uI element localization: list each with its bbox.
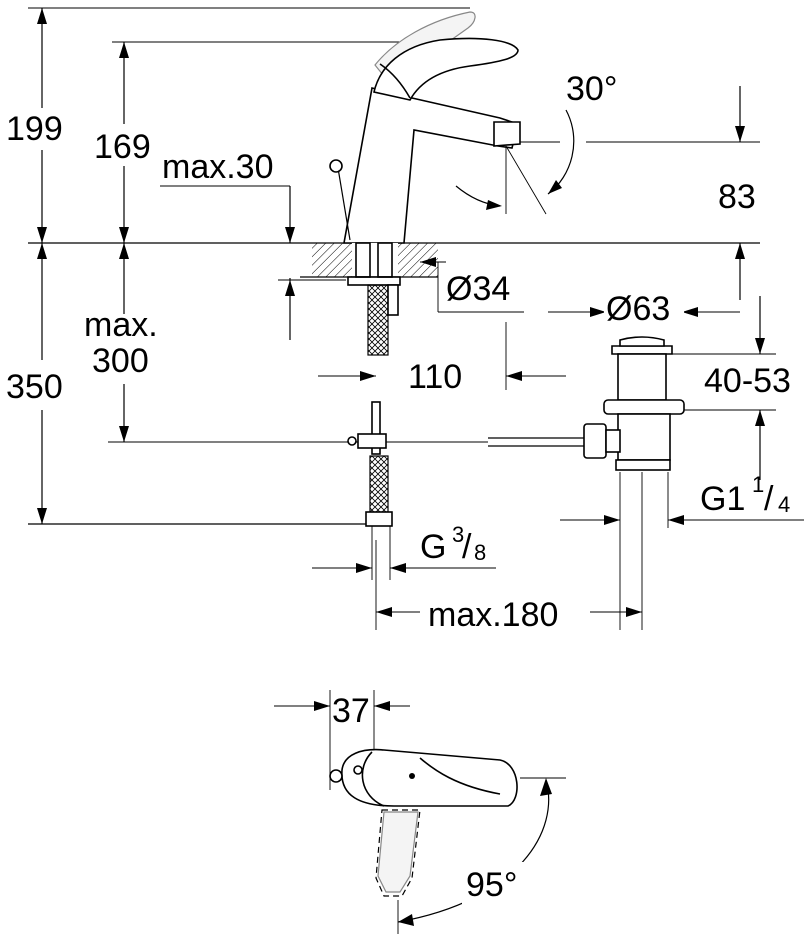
label-angle30: 30°	[566, 70, 617, 108]
mounting-nut	[347, 276, 401, 286]
dim-110-arrow-left	[360, 371, 376, 381]
dim-83-arrow-top	[735, 126, 745, 142]
angle-valve	[357, 433, 387, 449]
label-d63: Ø63	[606, 290, 670, 328]
faucet-body	[343, 87, 519, 244]
angle95-arc	[397, 779, 550, 923]
top-body-curve	[361, 751, 385, 807]
supply-pipe-top	[371, 401, 381, 455]
drain-flange	[603, 399, 685, 415]
drain-plug-top	[611, 345, 673, 355]
top-popup-pin	[353, 765, 363, 775]
label-4053: 40-53	[704, 362, 791, 400]
valve-knob	[347, 436, 357, 446]
drain-side-port	[605, 429, 621, 453]
dim-37-arrow-left	[314, 701, 330, 711]
label-169: 169	[94, 128, 151, 166]
angle30-ray	[505, 145, 547, 215]
label-83: 83	[718, 178, 756, 216]
g38-arrow-left	[356, 563, 372, 573]
dim-199-arrow-top	[37, 8, 47, 24]
top-lever-detail	[419, 757, 501, 795]
dim-350-arrow-bottom	[37, 508, 47, 524]
angle95-arrow-bottom	[398, 914, 414, 926]
label-199: 199	[6, 110, 63, 148]
lever-handle	[373, 37, 519, 101]
d34-arrow	[420, 257, 436, 267]
label-g38-slash: /	[462, 528, 472, 566]
faucet-top-body	[341, 748, 518, 807]
shank-left	[355, 242, 371, 278]
top-aerator-dot	[409, 773, 415, 779]
flex-hose-upper	[367, 284, 389, 356]
label-angle95: 95°	[466, 866, 517, 904]
label-max180: max.180	[428, 596, 558, 634]
hose-connector	[365, 511, 393, 527]
d63-arrow-right	[682, 307, 698, 317]
dim-169-arrow-top	[119, 42, 129, 58]
g38-arrow-right	[390, 563, 406, 573]
max300-arrow-top	[119, 243, 129, 259]
max30-arrow-top	[285, 227, 295, 243]
label-max300-line2: 300	[92, 342, 149, 380]
label-g38-main: G	[420, 528, 446, 566]
dim-83-arrow-bottom	[735, 243, 745, 259]
label-max30: max.30	[162, 148, 274, 186]
label-110: 110	[408, 358, 462, 396]
lever-detail	[379, 63, 411, 99]
max300-arrow-bottom	[119, 426, 129, 442]
flex-hose-lower	[369, 455, 389, 513]
popup-rod	[337, 167, 351, 241]
drain-body-lower	[617, 413, 671, 461]
dim-110-arrow-right	[506, 371, 522, 381]
hose-fitting	[387, 284, 399, 316]
label-g114-den: 4	[778, 492, 790, 517]
dim-199-arrow-bottom	[37, 227, 47, 243]
shank-right	[377, 242, 393, 278]
label-350: 350	[6, 368, 63, 406]
front-elevation: 199 169 max.30 30°	[0, 7, 804, 634]
label-g38-den: 8	[474, 540, 486, 565]
drain-body-upper	[617, 353, 667, 401]
max180-arrow-right	[626, 607, 642, 617]
d63-arrow-left	[590, 307, 606, 317]
angle30-arrow-lower	[486, 200, 502, 210]
label-d34: Ø34	[446, 270, 510, 308]
label-max300-line1: max.	[84, 306, 158, 344]
label-g114-num: 1	[752, 472, 764, 497]
label-37: 37	[332, 692, 370, 730]
dim-37-arrow-right	[374, 701, 390, 711]
label-g114-main: G1	[700, 480, 745, 518]
spout-aerator	[493, 121, 521, 147]
lever-rotated-outline	[375, 809, 421, 897]
g114-arrow-left	[604, 515, 620, 525]
label-g38-num: 3	[452, 522, 464, 547]
label-g114-slash: /	[764, 480, 774, 518]
drain-side-nut	[583, 423, 607, 459]
dim-4053-arrow-top	[755, 338, 765, 354]
dim-4053-arrow-bottom	[755, 410, 765, 426]
drain-tail	[615, 459, 671, 471]
lever-rotated-fill	[377, 811, 419, 893]
top-view: 37 95°	[274, 690, 566, 934]
dim-169-arrow-bottom	[119, 227, 129, 243]
g114-arrow-right	[668, 515, 684, 525]
dim-350-arrow-top	[37, 243, 47, 259]
angle95-arrow-top	[540, 778, 552, 796]
top-popup-knob	[329, 769, 343, 783]
popup-knob	[329, 159, 343, 173]
max180-arrow-left	[376, 607, 392, 617]
angle30-arc	[547, 109, 575, 195]
max30-arrow-bottom	[285, 280, 295, 296]
drain-cap	[619, 336, 665, 347]
angle30-arrow	[548, 180, 562, 194]
